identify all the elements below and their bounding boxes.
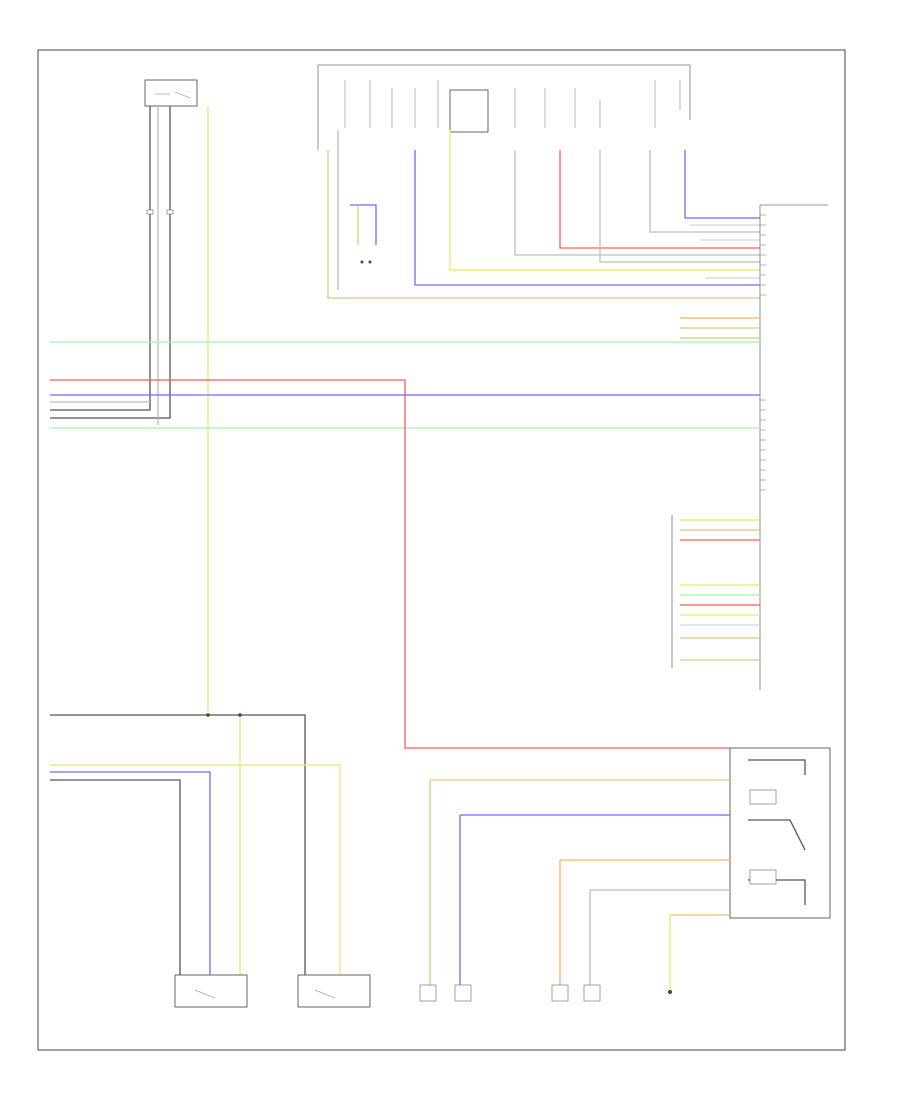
wire-53 (50, 779, 181, 985)
bottom-component-3 (419, 984, 472, 1002)
line-element (174, 91, 191, 99)
circle-element (360, 260, 364, 264)
rect-element (454, 984, 472, 1002)
connector-pins-upper (760, 214, 766, 296)
wire-0 (50, 106, 151, 411)
rect-element (729, 747, 831, 919)
rect-element (583, 984, 601, 1002)
wire-6 (414, 150, 760, 286)
rect-element (749, 869, 777, 885)
wire-37 (748, 819, 806, 851)
rect-element (297, 974, 371, 1008)
wire-16 (350, 204, 377, 245)
rect-element (144, 79, 198, 107)
wire-1 (50, 106, 171, 419)
rect-element (551, 984, 569, 1002)
wire-8 (514, 150, 760, 256)
wire-49 (50, 714, 306, 985)
line-element (314, 989, 336, 999)
rect-element (749, 789, 777, 805)
connector-pins-lower (760, 399, 766, 491)
rect-element (449, 89, 489, 133)
circle-element (238, 713, 242, 717)
bottom-component-2 (297, 974, 371, 1008)
rect-element (419, 984, 437, 1002)
wire-52 (50, 771, 211, 985)
wire-10 (599, 150, 760, 263)
page-frame (37, 49, 846, 1051)
wire-11 (649, 150, 760, 233)
bottom-component-1 (174, 974, 248, 1008)
line-element (194, 989, 216, 999)
lower-right-switch (729, 747, 831, 919)
wire-23 (50, 379, 730, 749)
ground-point (668, 990, 672, 994)
rect-element (146, 209, 154, 215)
wire-12 (684, 150, 760, 219)
circle-element (368, 260, 372, 264)
circle-element (668, 990, 672, 994)
wire-7 (449, 130, 760, 271)
bottom-component-4 (551, 984, 601, 1002)
left-switch (144, 79, 198, 107)
circle-element (206, 713, 210, 717)
rect-element (166, 209, 174, 215)
rect-element (174, 974, 248, 1008)
wire-4 (327, 150, 760, 299)
wire-36 (748, 759, 806, 775)
top-right-switch (317, 64, 691, 150)
wire-9 (559, 150, 760, 249)
wire-51 (50, 764, 341, 985)
